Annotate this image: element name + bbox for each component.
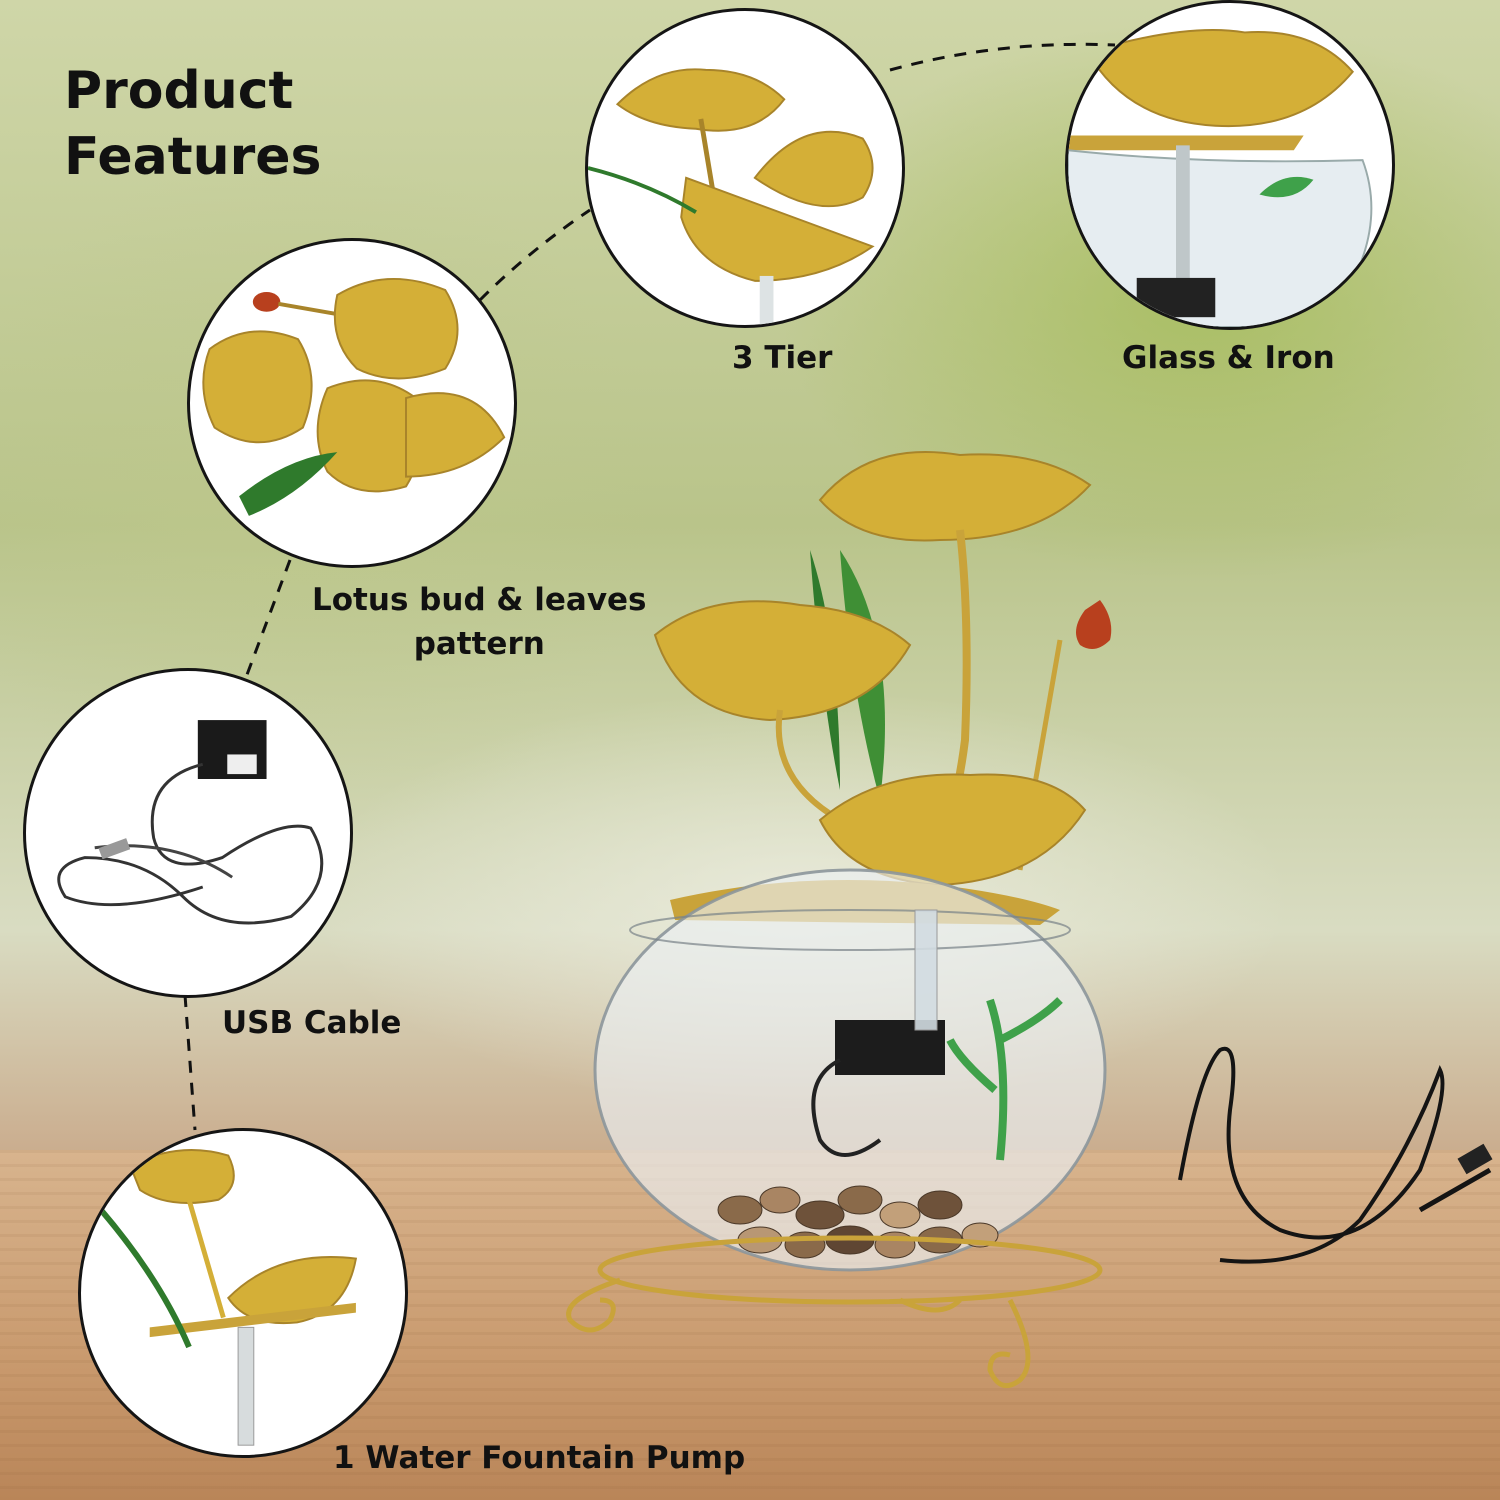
lotus-fountain-product-image [566, 451, 1112, 1389]
usb-cable-icon [57, 720, 324, 925]
heading-line-2: Features [64, 127, 322, 187]
lotus-bud-icon [202, 277, 506, 516]
feature-label-3-tier: 3 Tier [732, 340, 833, 376]
feature-circle-lotus-bud [187, 238, 517, 568]
fountain-pump-icon [98, 1149, 358, 1446]
feature-label-glass-iron: Glass & Iron [1122, 340, 1335, 376]
feature-circle-3-tier [585, 8, 905, 328]
lotus-tiers-icon [588, 68, 875, 325]
feature-circle-glass-iron [1065, 0, 1395, 330]
feature-circle-usb-cable [23, 668, 353, 998]
product-features-heading: Product Features [64, 58, 322, 190]
feature-circle-fountain-pump [78, 1128, 408, 1458]
feature-label-fountain-pump: 1 Water Fountain Pump [333, 1440, 746, 1476]
glass-bowl-icon [1068, 29, 1373, 327]
feature-label-usb-cable: USB Cable [222, 1005, 402, 1041]
usb-cable-trailing [1178, 1046, 1493, 1264]
heading-line-1: Product [64, 61, 294, 121]
